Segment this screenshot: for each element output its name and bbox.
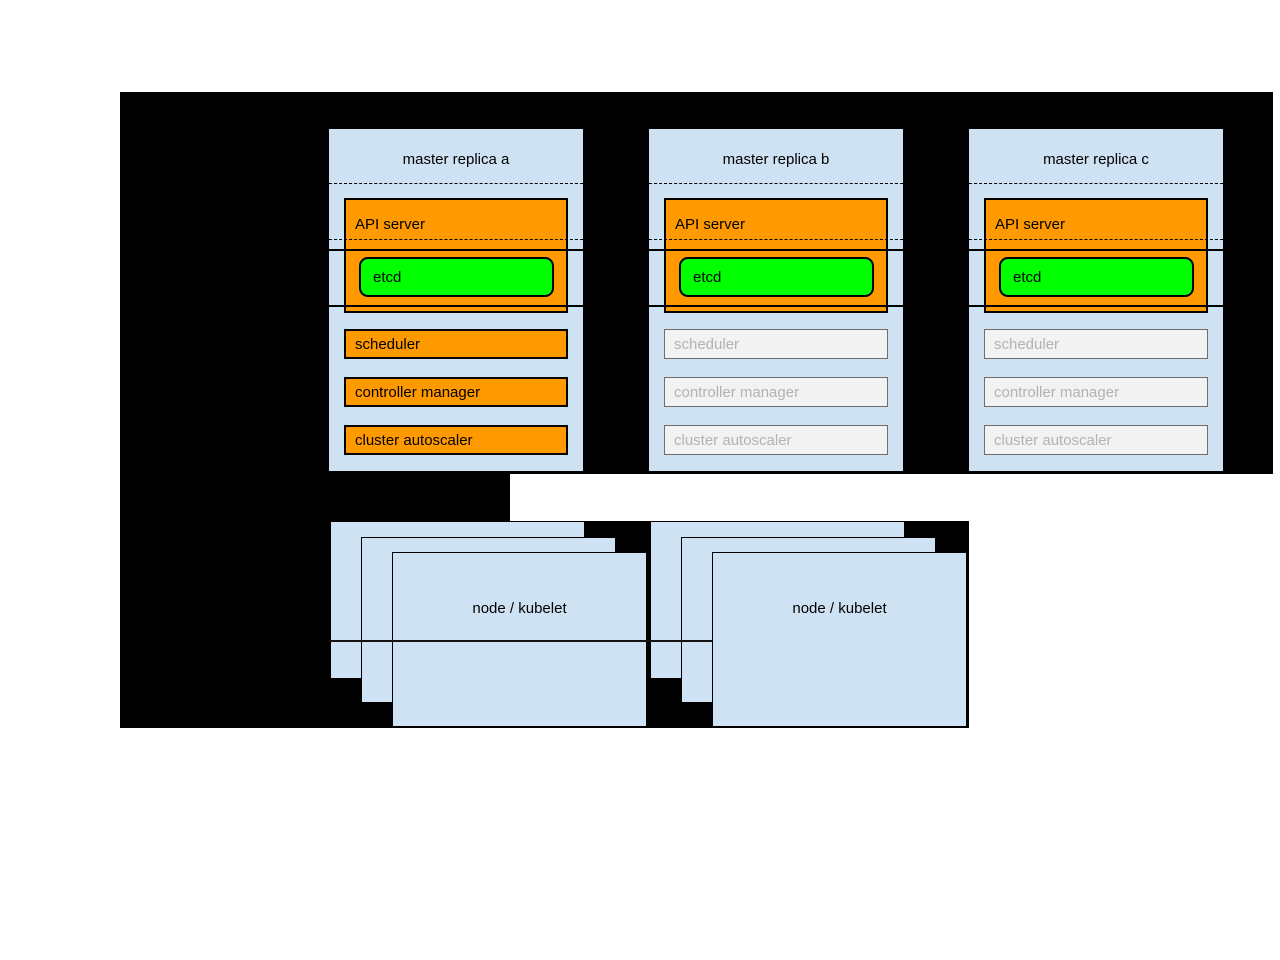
scheduler-box-inactive: scheduler: [664, 329, 888, 359]
master-replica-a-panel: master replica a API server etcd schedul…: [329, 129, 583, 471]
node-kubelet-label: node / kubelet: [792, 600, 887, 617]
cluster-autoscaler-box-inactive: cluster autoscaler: [984, 425, 1208, 455]
node-stack-1: node / kubelet: [330, 521, 650, 728]
master-replica-b-panel: master replica b API server etcd schedul…: [649, 129, 903, 471]
node-stack-2: node / kubelet: [650, 521, 970, 728]
cluster-autoscaler-label: cluster autoscaler: [355, 431, 473, 449]
scheduler-label: scheduler: [355, 335, 421, 353]
etcd-box: etcd: [679, 257, 874, 297]
cluster-autoscaler-box: cluster autoscaler: [344, 425, 568, 455]
lane-divider-dashed: [649, 183, 903, 184]
scheduler-box: scheduler: [344, 329, 568, 359]
lane-divider-dashed: [969, 183, 1223, 184]
cluster-autoscaler-label: cluster autoscaler: [994, 431, 1112, 449]
etcd-box: etcd: [999, 257, 1194, 297]
panel-title: master replica b: [722, 151, 830, 168]
node-box-front: node / kubelet: [712, 552, 967, 727]
controller-manager-box-inactive: controller manager: [984, 377, 1208, 407]
scheduler-label: scheduler: [994, 335, 1060, 353]
lane-divider-dashed: [649, 239, 903, 240]
cluster-autoscaler-box-inactive: cluster autoscaler: [664, 425, 888, 455]
controller-manager-box: controller manager: [344, 377, 568, 407]
node-box-front: node / kubelet: [392, 552, 647, 727]
panel-title: master replica a: [402, 151, 510, 168]
lane-divider-solid: [969, 305, 1223, 307]
etcd-label: etcd: [693, 268, 722, 286]
cluster-autoscaler-label: cluster autoscaler: [674, 431, 792, 449]
panel-title: master replica c: [1043, 151, 1149, 168]
controller-manager-label: controller manager: [674, 383, 800, 401]
controller-manager-label: controller manager: [355, 383, 481, 401]
lane-divider-dashed: [329, 239, 583, 240]
controller-manager-label: controller manager: [994, 383, 1120, 401]
lane-divider-solid: [649, 249, 903, 251]
etcd-label: etcd: [373, 268, 402, 286]
lane-divider-solid: [649, 305, 903, 307]
lane-divider-solid: [969, 249, 1223, 251]
lane-divider-solid: [329, 249, 583, 251]
scheduler-label: scheduler: [674, 335, 740, 353]
lane-divider-dashed: [969, 239, 1223, 240]
api-server-label: API server: [995, 216, 1066, 233]
node-kubelet-label: node / kubelet: [472, 600, 567, 617]
controller-manager-box-inactive: controller manager: [664, 377, 888, 407]
lane-divider-solid: [329, 305, 583, 307]
lane-divider-dashed: [329, 183, 583, 184]
scheduler-box-inactive: scheduler: [984, 329, 1208, 359]
node-lane-divider: [329, 640, 713, 642]
etcd-box: etcd: [359, 257, 554, 297]
master-replica-c-panel: master replica c API server etcd schedul…: [969, 129, 1223, 471]
etcd-label: etcd: [1013, 268, 1042, 286]
api-server-label: API server: [355, 216, 426, 233]
api-server-label: API server: [675, 216, 746, 233]
